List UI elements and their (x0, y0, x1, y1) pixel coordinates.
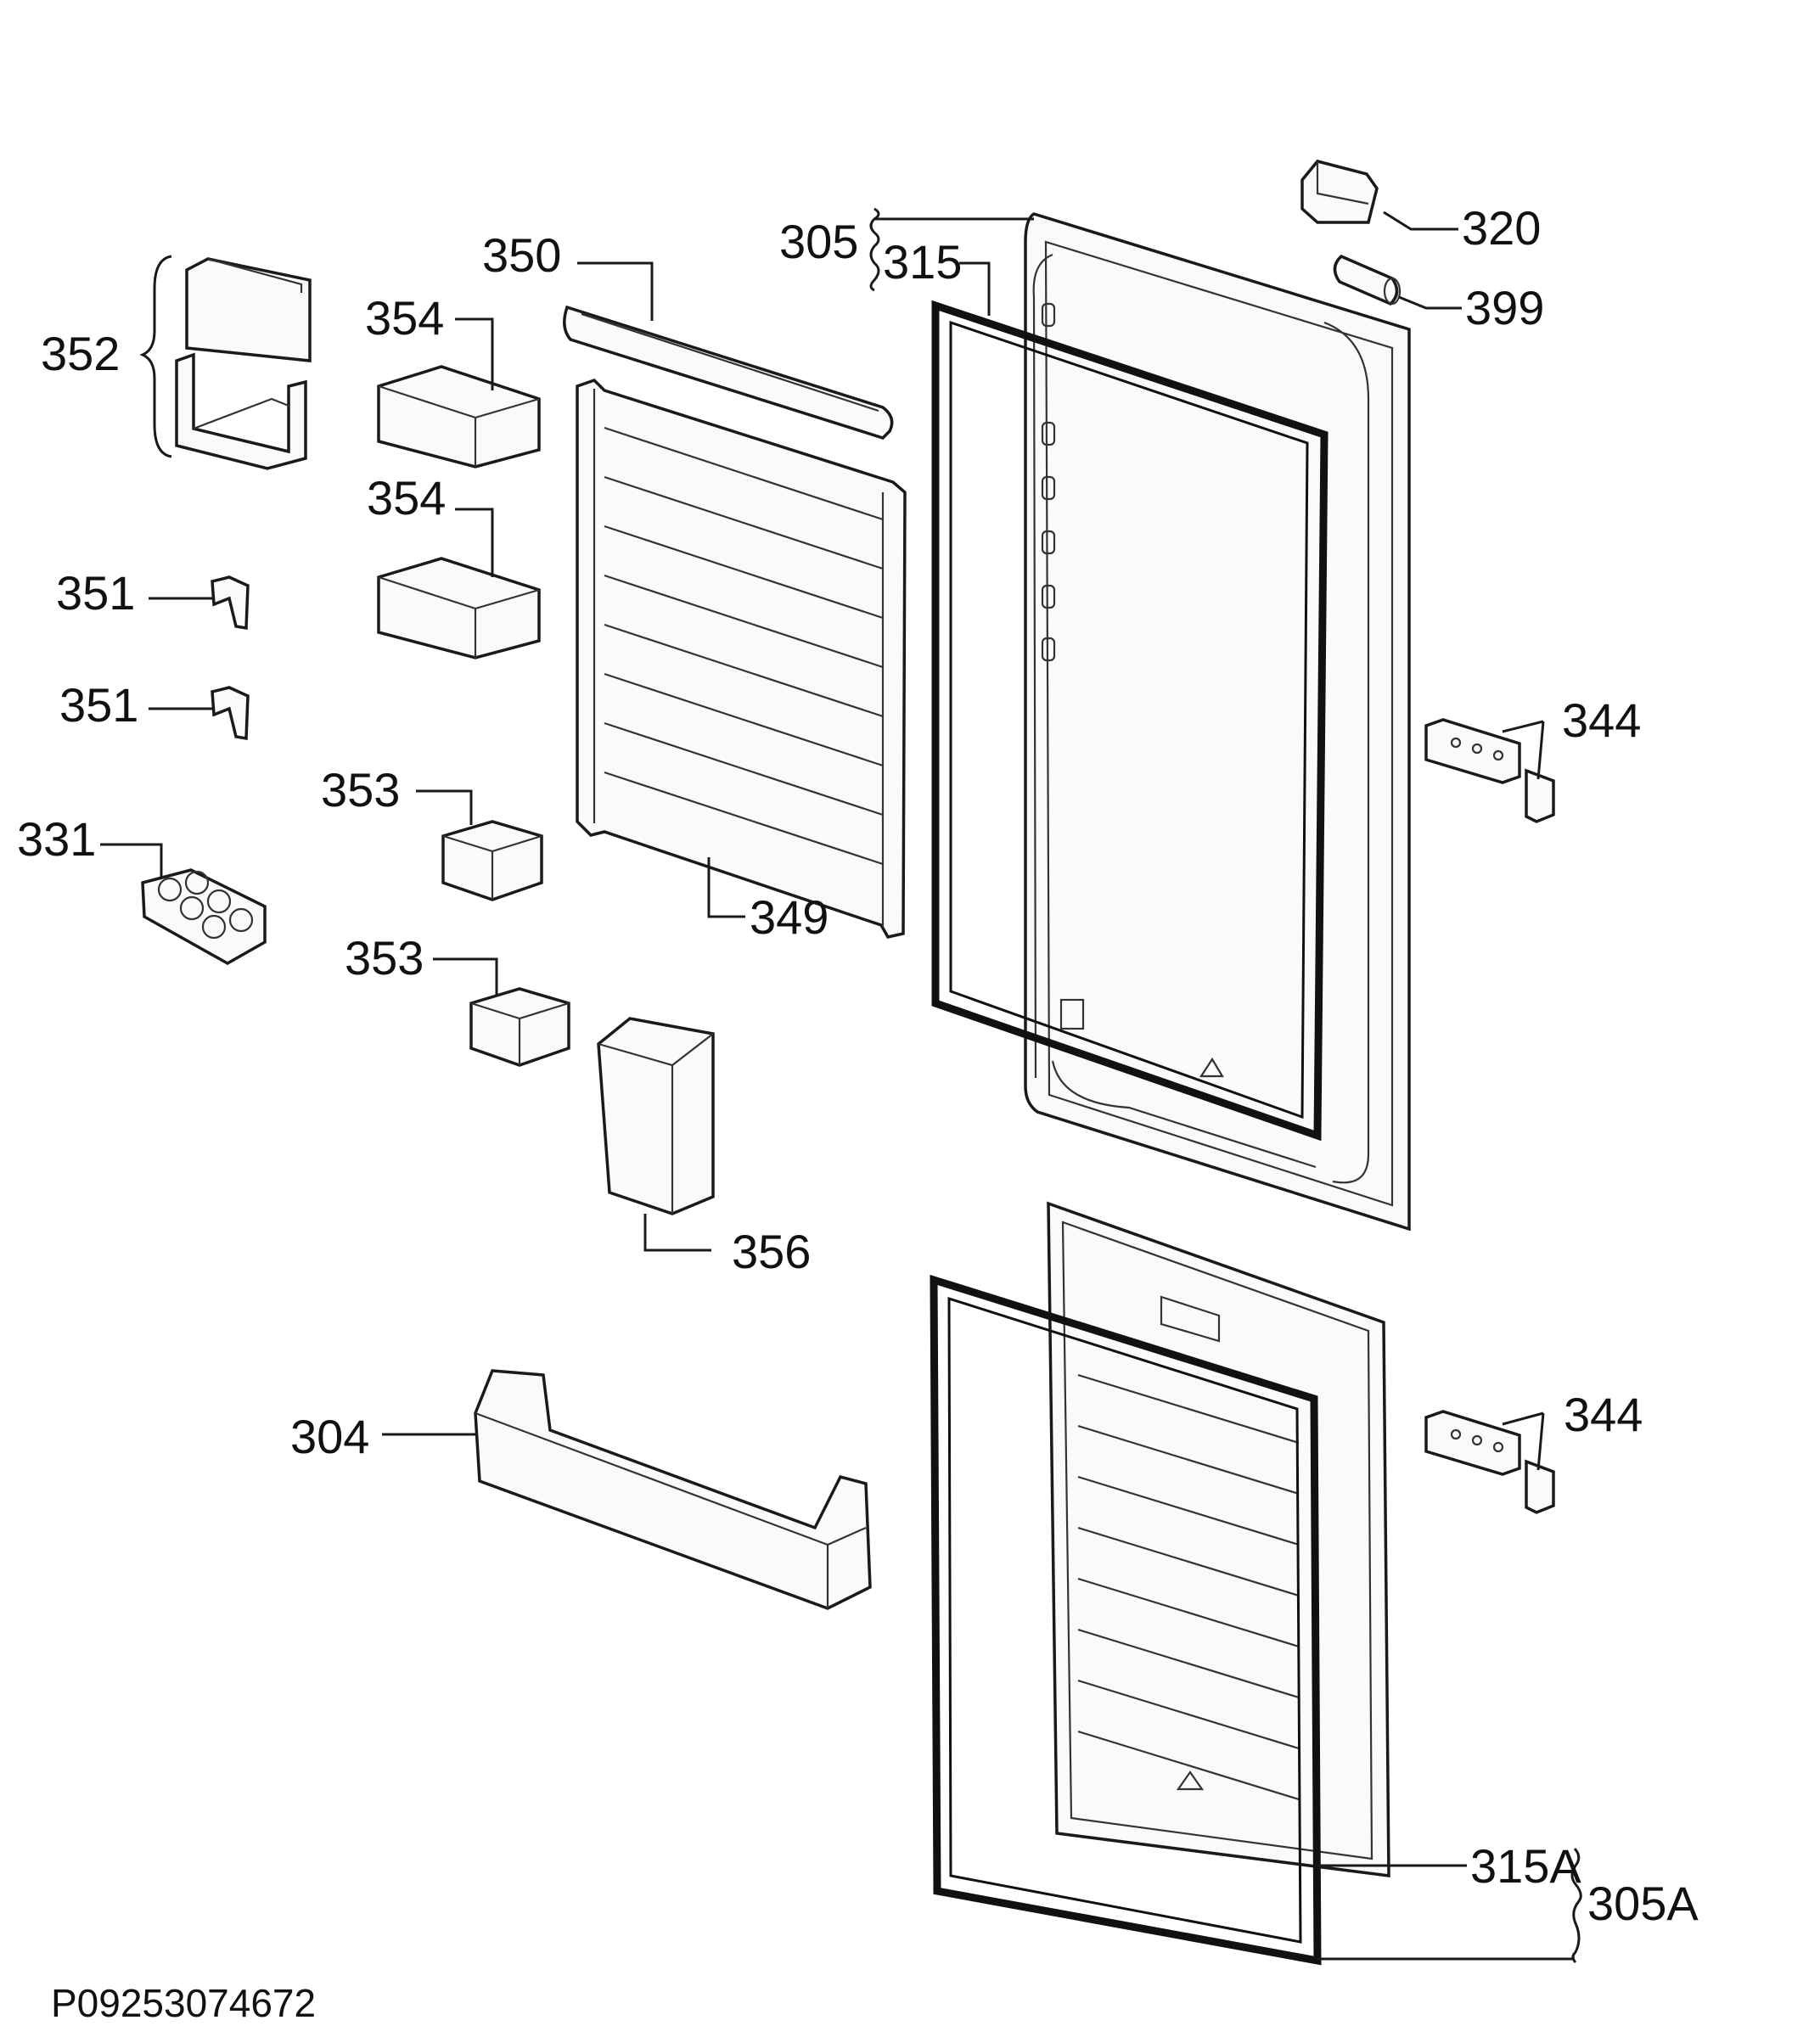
label-320: 320 (1462, 201, 1541, 255)
label-315: 315 (883, 235, 962, 289)
label-353-upper: 353 (321, 763, 400, 816)
label-351-upper: 351 (56, 566, 135, 620)
leader-lines (100, 207, 1582, 1964)
hinge-cover-part-320[interactable] (1300, 160, 1379, 224)
door-rail-part-350[interactable] (563, 305, 894, 440)
hinge-part-344-upper[interactable] (1424, 718, 1555, 823)
small-box-part-353-upper[interactable] (441, 820, 543, 901)
label-344-lower: 344 (1564, 1388, 1643, 1441)
label-399: 399 (1465, 281, 1544, 334)
door-bin-part-304[interactable] (474, 1369, 872, 1610)
label-350: 350 (482, 228, 561, 282)
label-304: 304 (290, 1410, 369, 1463)
label-315A: 315A (1470, 1839, 1581, 1893)
clip-part-351-lower[interactable] (211, 686, 250, 741)
hinge-pin-part-399[interactable] (1333, 254, 1402, 306)
label-353-lower: 353 (345, 931, 424, 985)
label-305A: 305A (1587, 1877, 1699, 1930)
hinge-part-344-lower[interactable] (1424, 1410, 1555, 1514)
small-box-part-354-upper[interactable] (377, 365, 541, 469)
small-box-part-354-lower[interactable] (377, 557, 541, 659)
label-349: 349 (750, 890, 829, 944)
label-354-lower: 354 (367, 471, 446, 525)
lower-door-part-305A[interactable] (1047, 1201, 1390, 1877)
label-305: 305 (779, 215, 858, 268)
small-box-part-353-lower[interactable] (469, 987, 570, 1067)
label-352: 352 (41, 327, 120, 380)
label-354-upper: 354 (365, 291, 444, 345)
label-351-lower: 351 (59, 678, 138, 732)
upper-door-part-305[interactable] (1024, 212, 1411, 1232)
container-part-356[interactable] (597, 1017, 715, 1215)
lower-door-gasket-part-315A[interactable] (930, 1274, 1322, 1966)
label-356: 356 (732, 1225, 811, 1278)
upper-door-shelf-slots (1041, 302, 1056, 662)
label-344-upper: 344 (1562, 693, 1641, 747)
shelf-frame-slats (604, 426, 884, 866)
box-cover-part-352[interactable] (175, 257, 312, 470)
clip-part-351-upper[interactable] (211, 575, 250, 631)
drawing-code: P09253074672 (51, 1981, 316, 2025)
label-331: 331 (17, 812, 96, 866)
shelf-frame-part-349[interactable] (576, 378, 907, 939)
part-labels: 305 315 320 399 350 352 354 354 351 351 … (17, 201, 1699, 2025)
upper-door-gasket-part-315[interactable] (931, 300, 1328, 1142)
egg-tray-part-331[interactable] (141, 868, 267, 966)
